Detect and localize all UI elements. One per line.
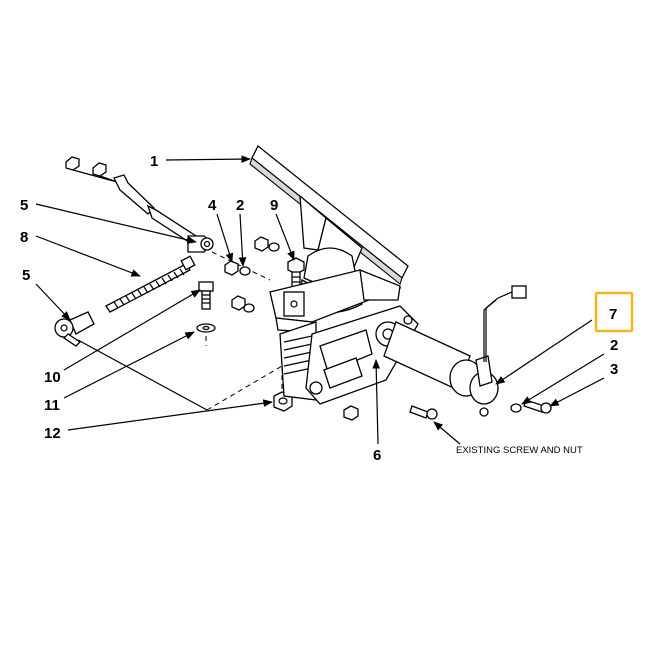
callout-8: 8 [20,229,28,246]
callout-7: 7 [609,306,617,323]
callout-5-lower: 5 [22,267,30,284]
pedal-base [269,247,402,333]
callout-5-upper: 5 [20,197,28,214]
callout-2-left: 2 [236,197,244,214]
nut-washer-4-2 [224,236,280,313]
washer-2-right [510,403,522,413]
rod-end-lower [54,311,95,347]
threaded-rod [105,255,196,313]
callout-4: 4 [208,197,217,214]
pedal [249,144,409,285]
callout-2-right: 2 [610,337,618,354]
rod-end-upper [187,235,214,253]
callout-11: 11 [44,397,60,414]
callout-7-highlight [594,291,634,333]
bolt-9 [287,257,305,295]
nut-plate [343,405,359,421]
housing-plate [279,305,419,405]
callout-12: 12 [44,425,61,442]
washer-11 [196,323,216,346]
callout-3: 3 [610,361,618,378]
existing-screw-note: EXISTING SCREW AND NUT [456,445,583,456]
upper-link-arm [65,156,197,245]
shaft-sensor [383,285,527,417]
bolt-10 [198,281,214,310]
leader-lines [35,155,605,445]
callout-10: 10 [44,369,61,386]
existing-screw [409,405,438,420]
callout-9: 9 [270,197,278,214]
callout-6: 6 [373,447,381,464]
callout-1: 1 [150,153,158,170]
screw-3 [523,399,552,414]
